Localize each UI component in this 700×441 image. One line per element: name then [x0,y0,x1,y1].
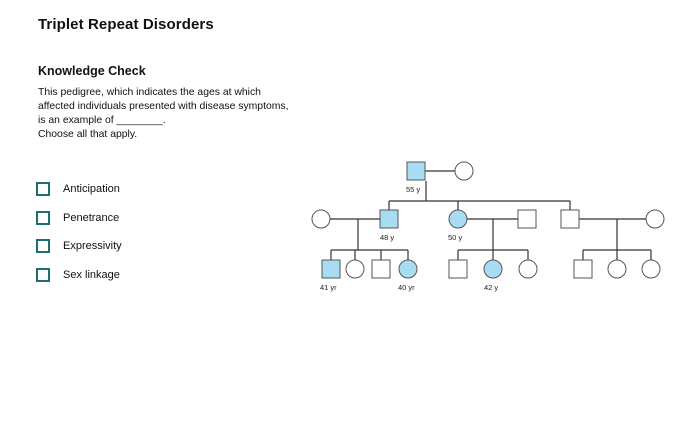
option-sex-linkage[interactable]: Sex linkage [36,266,122,284]
gen1-mother [454,161,474,181]
page-title: Triplet Repeat Disorders [38,16,214,33]
gen3-female [345,259,365,279]
gen2-spouse-male [517,209,537,229]
gen2-spouse-female [645,209,665,229]
gen3-male [448,259,468,279]
option-label: Penetrance [63,211,120,224]
gen3-male-affected [321,259,341,279]
age-label: 40 yr [398,283,415,292]
pedigree-lines [330,170,652,260]
pedigree-chart: 55 y 48 y 50 y 41 yr 40 yr 42 y [311,161,665,292]
gen3-male [371,259,391,279]
age-label: 50 y [448,233,462,242]
gen3-female [607,259,627,279]
prompt-line: is an example of ________. [38,115,166,126]
checkbox-anticipation[interactable] [36,182,50,196]
gen2-spouse-female [311,209,331,229]
answer-options: Anticipation Penetrance Expressivity Sex… [36,180,122,294]
option-label: Anticipation [63,183,120,195]
age-label: 48 y [380,233,394,242]
option-label: Expressivity [63,240,122,252]
gen3-female [518,259,538,279]
prompt-line: This pedigree, which indicates the ages … [38,87,261,98]
age-label: 55 y [406,185,420,194]
gen2-son-unaffected [560,209,580,229]
option-anticipation[interactable]: Anticipation [36,180,122,198]
prompt-line: affected individuals presented with dise… [38,101,289,112]
gen2-daughter-affected [448,209,468,229]
age-label: 41 yr [320,283,337,292]
knowledge-check-heading: Knowledge Check [38,64,146,78]
gen3-female-affected [483,259,503,279]
prompt-line: Choose all that apply. [38,129,138,140]
gen3-female-affected [398,259,418,279]
option-penetrance[interactable]: Penetrance [36,209,122,227]
question-prompt: This pedigree, which indicates the ages … [38,86,328,142]
gen2-son-affected [379,209,399,229]
checkbox-penetrance[interactable] [36,210,50,225]
option-label: Sex linkage [63,268,120,281]
option-expressivity[interactable]: Expressivity [36,237,122,255]
checkbox-expressivity[interactable] [36,239,50,253]
age-label: 42 y [484,283,498,292]
gen3-female [641,259,661,279]
gen3-male [573,259,593,279]
checkbox-sex-linkage[interactable] [36,267,50,282]
gen1-father-affected [406,161,426,181]
